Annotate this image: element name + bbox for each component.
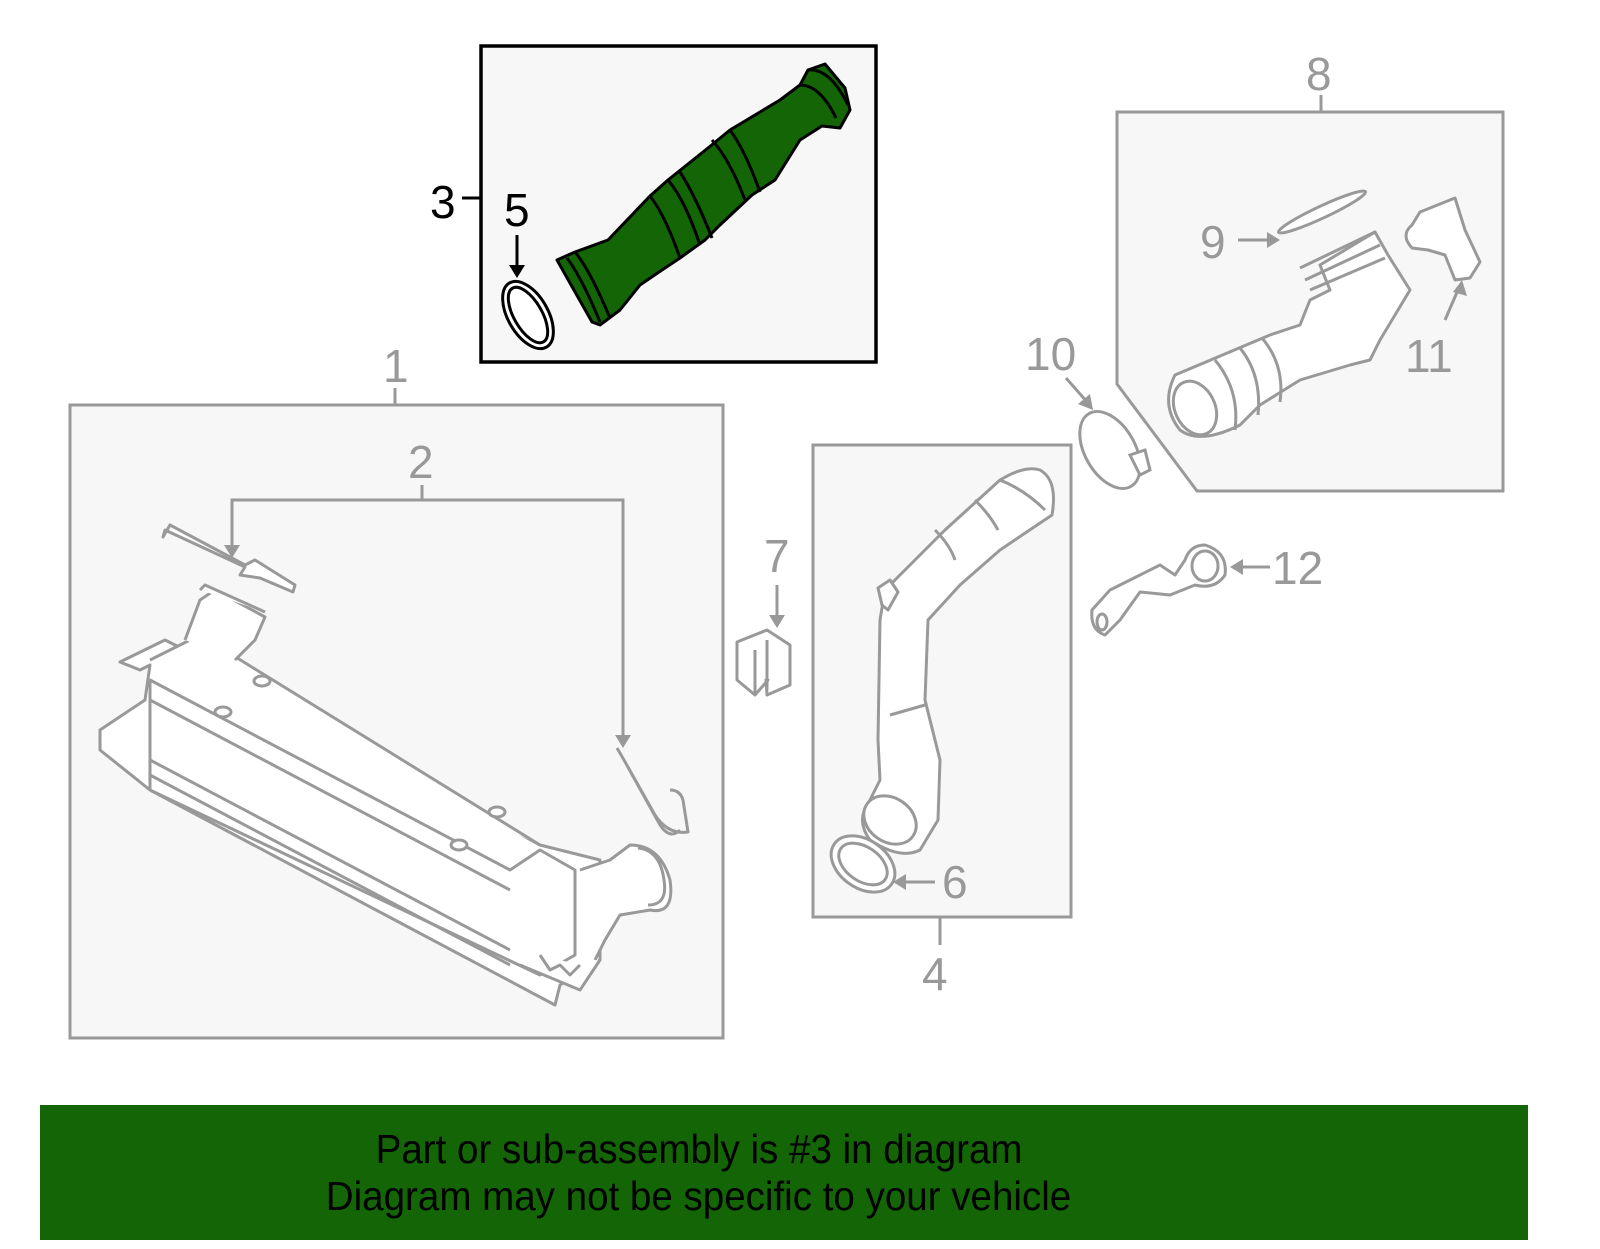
assembly-1-intercooler[interactable]: 1 2 [68,340,725,1040]
intercooler-part [98,583,673,1007]
callout-9[interactable]: 9 [1200,216,1226,268]
banner-line-disclaimer: Diagram may not be specific to your vehi… [326,1172,1072,1219]
arrow-head-icon [1230,559,1243,575]
assembly-4-charge-pipe[interactable]: 4 6 [811,443,1073,1000]
air-intake-hose-part [555,62,852,327]
info-banner: Part or sub-assembly is #3 in diagram Di… [40,1105,1528,1240]
throttle-inlet-pipe-part [1167,230,1412,438]
part-10-hose-clamp[interactable]: 10 [1025,328,1153,499]
charge-pipe-part [861,467,1055,855]
arrow-head-icon [509,265,525,278]
banner-line-part-number: Part or sub-assembly is #3 in diagram [375,1125,1023,1172]
bracket-part-2b [615,747,690,836]
callout-1[interactable]: 1 [383,340,409,392]
arrow-head-icon [615,735,631,748]
assembly-8-throttle-inlet[interactable]: 8 9 11 [1115,48,1505,493]
callout-4[interactable]: 4 [922,948,948,1000]
seal-ring-part-9 [1276,189,1368,235]
arrow-head-icon [1453,280,1467,296]
arrow-head-icon [893,874,906,890]
bracket-part-2a [161,523,297,594]
callout-2[interactable]: 2 [408,436,434,488]
arrow-head-icon [1267,232,1280,248]
seal-ring-part-6 [829,834,897,894]
sensor-part-11 [1404,196,1482,282]
callout-8[interactable]: 8 [1306,48,1332,100]
callout-3[interactable]: 3 [430,176,456,228]
callout-10[interactable]: 10 [1025,328,1076,380]
arrow-head-icon [224,545,240,558]
assembly-3-air-intake-hose[interactable]: 3 5 [430,44,878,364]
callout-12[interactable]: 12 [1272,542,1323,594]
arrow-head-icon [769,615,785,628]
callout-2-leader [230,485,625,740]
seal-ring-part-5 [501,279,555,351]
callout-7[interactable]: 7 [764,530,790,582]
callout-11[interactable]: 11 [1405,330,1453,382]
part-12-bracket[interactable]: 12 [1090,542,1323,637]
arrow-head-icon [1078,394,1093,410]
callout-5[interactable]: 5 [504,184,530,236]
callout-6[interactable]: 6 [942,856,968,908]
part-7-grommet[interactable]: 7 [735,530,792,697]
